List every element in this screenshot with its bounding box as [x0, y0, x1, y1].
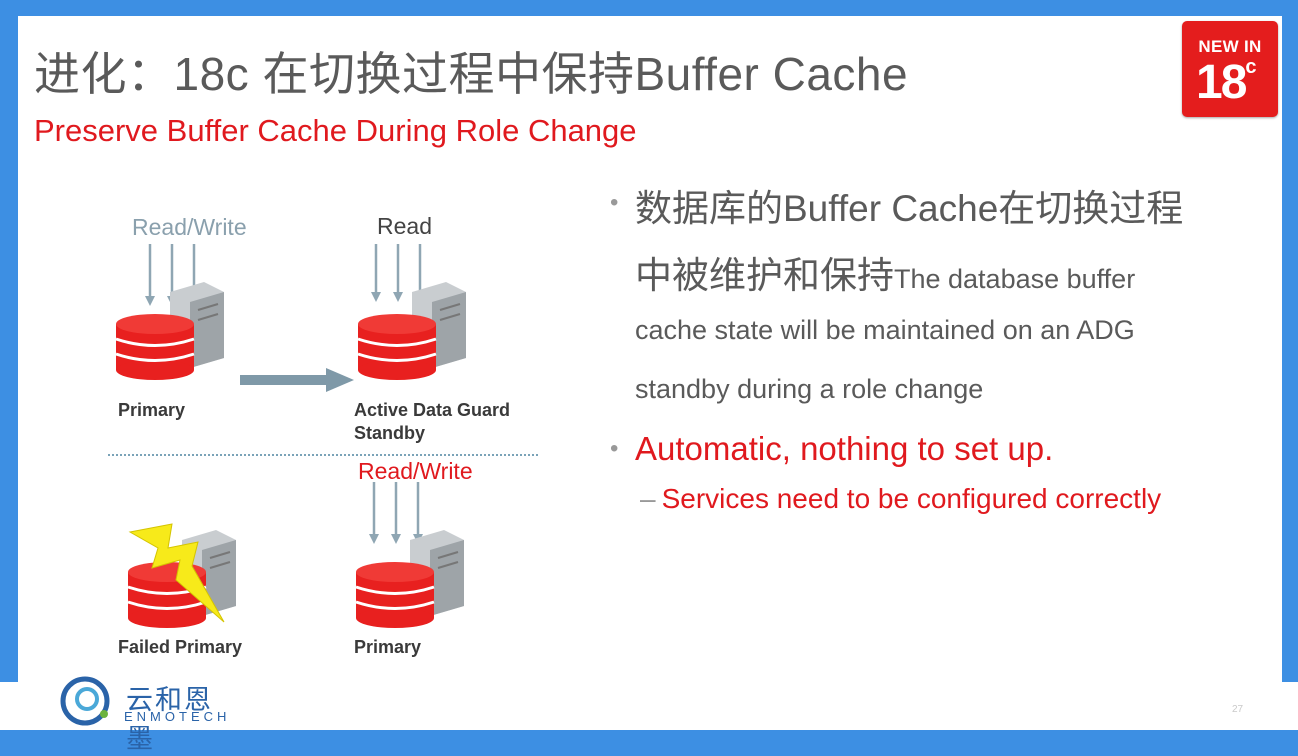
- role-change-diagram: Read/Write Read Read/Write Primary: [100, 200, 560, 670]
- failed-primary-db-node: [127, 523, 236, 628]
- new-primary-db-node: [355, 482, 464, 628]
- diagram-divider: [108, 454, 538, 456]
- sub-bullet-services: –Services need to be configured correctl…: [640, 483, 1162, 514]
- bullet1-line2: 中被维护和保持The database buffer: [635, 255, 1136, 296]
- standby-db-node: [357, 244, 466, 380]
- badge-line1: NEW IN: [1198, 37, 1262, 56]
- bullet-dot: •: [610, 189, 619, 216]
- caption-standby: Active Data Guard Standby: [354, 400, 511, 443]
- lightning-icon: [128, 523, 225, 623]
- database-icon: [357, 314, 437, 380]
- read-write-arrows-icon: [369, 482, 423, 544]
- caption-primary: Primary: [118, 400, 186, 420]
- badge-version: 18c: [1196, 56, 1257, 109]
- primary-db-node: [115, 244, 224, 380]
- slide-subtitle: Preserve Buffer Cache During Role Change: [34, 113, 637, 148]
- bullet1-line3: cache state will be maintained on an ADG: [635, 315, 1135, 345]
- logo-text-en: ENMOTECH: [124, 709, 231, 724]
- label-read: Read: [377, 213, 432, 239]
- arrow-right-icon: [240, 368, 354, 392]
- database-icon: [115, 314, 195, 380]
- enmotech-logo-icon: [60, 676, 110, 726]
- page-number: 27: [1232, 704, 1244, 715]
- slide-title: 进化：18c 在切换过程中保持Buffer Cache: [34, 48, 909, 100]
- new-in-18c-badge: NEW IN 18c: [1182, 21, 1278, 117]
- caption-failed-primary: Failed Primary: [118, 637, 243, 657]
- label-read-write-bottom: Read/Write: [358, 458, 473, 484]
- enmotech-logo: 云和恩墨 ENMOTECH: [54, 672, 231, 754]
- database-icon: [355, 562, 435, 628]
- bullet1-line1: 数据库的Buffer Cache在切换过程: [635, 188, 1184, 229]
- bullet-dot: •: [610, 435, 619, 462]
- bullet1-line4: standby during a role change: [635, 374, 984, 404]
- label-read-write-top: Read/Write: [132, 214, 247, 240]
- caption-new-primary: Primary: [354, 637, 422, 657]
